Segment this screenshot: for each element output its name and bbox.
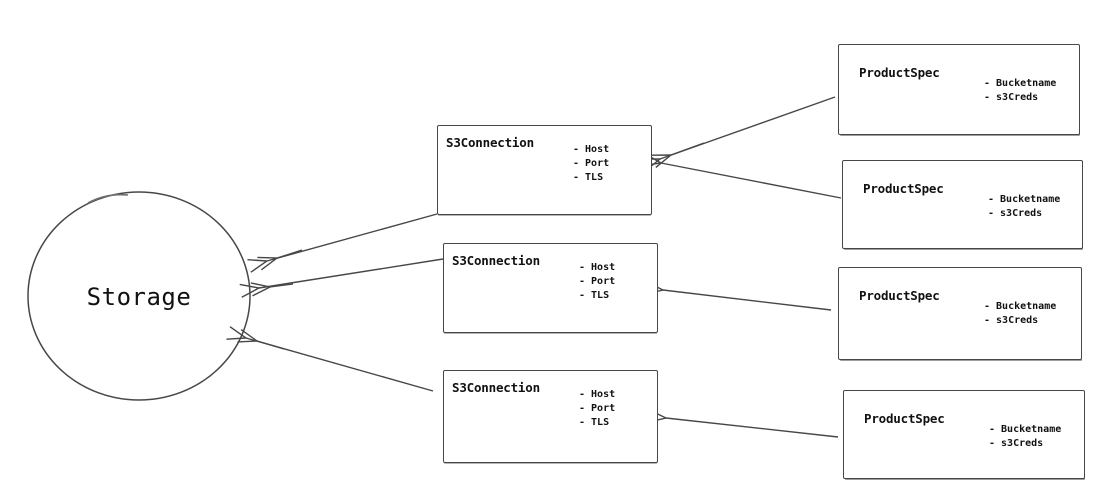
productspec-node-2: ProductSpec - Bucketname - s3Creds bbox=[842, 160, 1083, 249]
attribute-port: - Port bbox=[579, 403, 616, 414]
attribute-bucketname: - Bucketname bbox=[988, 194, 1061, 205]
attribute-port: - Port bbox=[573, 158, 610, 169]
attribute-host: - Host bbox=[573, 144, 610, 155]
s3connection-title: S3Connection bbox=[446, 135, 534, 150]
productspec-node-3: ProductSpec - Bucketname - s3Creds bbox=[838, 267, 1082, 360]
s3connection-node-2: S3Connection - Host - Port - TLS bbox=[443, 243, 658, 333]
attribute-tls: - TLS bbox=[573, 172, 604, 183]
attribute-port: - Port bbox=[579, 276, 616, 287]
arrow-s3connection-2-to-storage-sketch bbox=[250, 282, 294, 297]
arrow-productspec-3-to-s3connection-2 bbox=[643, 280, 832, 311]
attribute-bucketname: - Bucketname bbox=[984, 301, 1057, 312]
arrow-s3connection-1-to-storage-sketch bbox=[257, 249, 303, 271]
productspec-node-4: ProductSpec - Bucketname - s3Creds bbox=[843, 390, 1085, 479]
attribute-tls: - TLS bbox=[579, 290, 610, 301]
attribute-host: - Host bbox=[579, 262, 616, 273]
productspec-attributes: - Bucketname - s3Creds bbox=[988, 193, 1060, 221]
arrow-s3connection-1-to-storage bbox=[247, 213, 438, 273]
productspec-title: ProductSpec bbox=[859, 65, 940, 80]
s3connection-title: S3Connection bbox=[452, 253, 540, 268]
productspec-attributes: - Bucketname - s3Creds bbox=[984, 300, 1056, 328]
attribute-bucketname: - Bucketname bbox=[989, 424, 1062, 435]
storage-label: Storage bbox=[86, 282, 192, 311]
arrow-productspec-2-to-s3connection-1 bbox=[641, 152, 842, 199]
productspec-attributes: - Bucketname - s3Creds bbox=[989, 423, 1061, 451]
attribute-bucketname: - Bucketname bbox=[984, 78, 1057, 89]
s3connection-attributes: - Host - Port - TLS bbox=[573, 143, 609, 185]
attribute-host: - Host bbox=[579, 389, 616, 400]
s3connection-title: S3Connection bbox=[452, 380, 540, 395]
attribute-s3creds: - s3Creds bbox=[984, 315, 1039, 326]
productspec-title: ProductSpec bbox=[863, 181, 944, 196]
arrow-s3connection-3-to-storage-sketch bbox=[237, 328, 285, 350]
productspec-title: ProductSpec bbox=[859, 288, 940, 303]
arrow-productspec-1-to-s3connection-1-sketch bbox=[651, 142, 705, 168]
s3connection-node-1: S3Connection - Host - Port - TLS bbox=[437, 125, 652, 215]
s3connection-node-3: S3Connection - Host - Port - TLS bbox=[443, 370, 658, 463]
productspec-attributes: - Bucketname - s3Creds bbox=[984, 77, 1056, 105]
productspec-title: ProductSpec bbox=[864, 411, 945, 426]
attribute-s3creds: - s3Creds bbox=[988, 208, 1043, 219]
attribute-s3creds: - s3Creds bbox=[984, 92, 1039, 103]
s3connection-attributes: - Host - Port - TLS bbox=[579, 388, 615, 430]
attribute-s3creds: - s3Creds bbox=[989, 438, 1044, 449]
arrow-s3connection-2-to-storage bbox=[239, 258, 444, 298]
attribute-tls: - TLS bbox=[579, 417, 610, 428]
s3connection-attributes: - Host - Port - TLS bbox=[579, 261, 615, 303]
storage-circle-sketch-stroke bbox=[87, 193, 129, 204]
productspec-node-1: ProductSpec - Bucketname - s3Creds bbox=[838, 44, 1080, 135]
arrow-productspec-4-to-s3connection-3 bbox=[646, 408, 839, 438]
